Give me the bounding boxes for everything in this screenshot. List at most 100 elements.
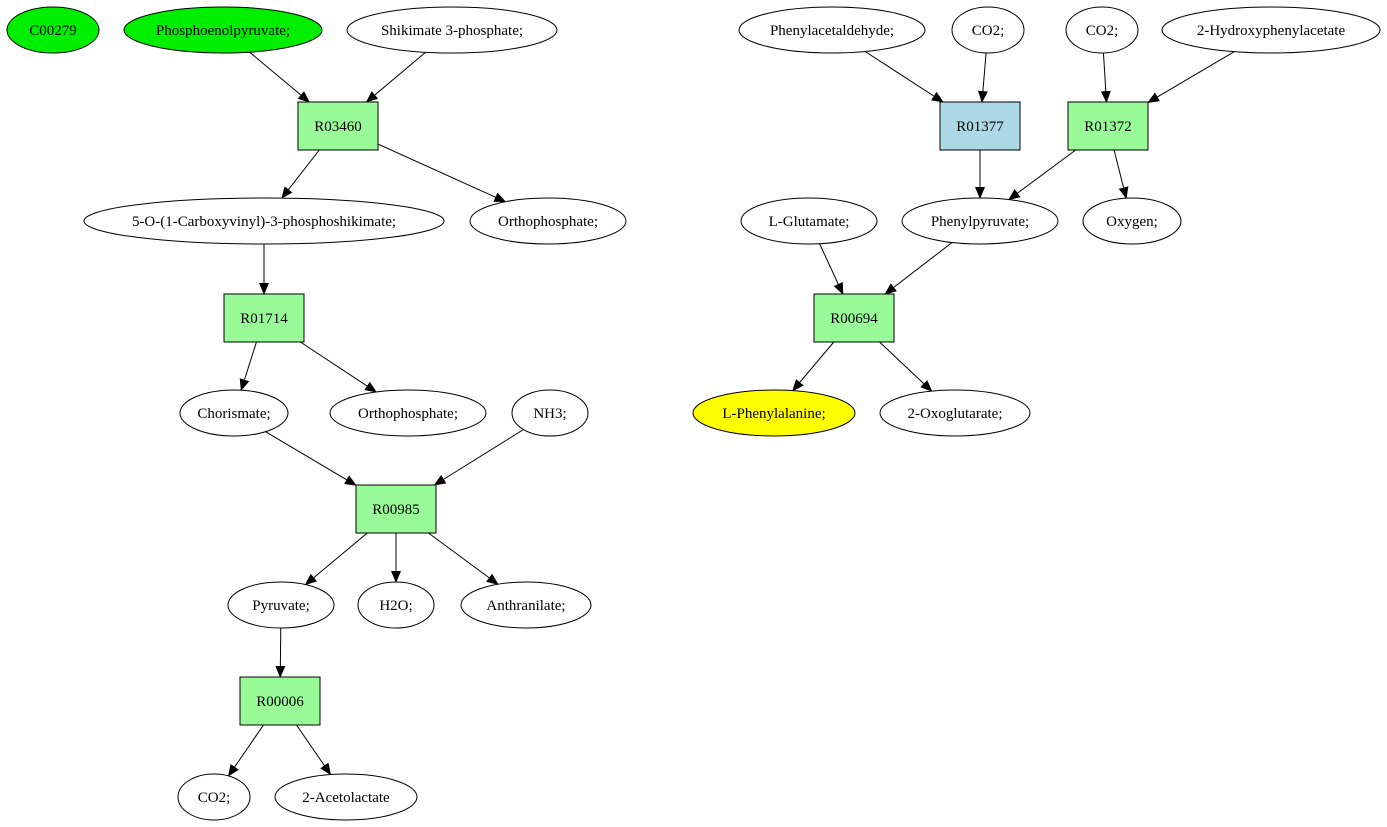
node-label: 2-Oxoglutarate; <box>908 406 1003 422</box>
compound-node-phenylacetaldehyde[interactable]: Phenylacetaldehyde; <box>738 6 926 54</box>
edge-chorismate-to-r00985 <box>265 431 357 486</box>
node-label: Anthranilate; <box>486 598 565 614</box>
compound-node-h2o[interactable]: H2O; <box>357 581 435 629</box>
edge-r00694-to-oxoglutarate <box>879 341 933 392</box>
compound-node-c00279[interactable]: C00279 <box>6 6 100 54</box>
node-label: CO2; <box>1086 23 1119 39</box>
edges-layer <box>227 51 1235 777</box>
compound-node-orthophosphate1[interactable]: Orthophosphate; <box>469 197 627 245</box>
compound-node-hydroxyphenylacetate[interactable]: 2-Hydroxyphenylacetate <box>1161 6 1381 54</box>
node-label: R00985 <box>372 502 420 518</box>
node-label: Phenylpyruvate; <box>931 214 1029 230</box>
node-label: R03460 <box>314 119 362 135</box>
edge-co2_c-to-r01372 <box>1100 52 1111 103</box>
compound-node-s3p[interactable]: Shikimate 3-phosphate; <box>346 6 558 54</box>
node-label: Shikimate 3-phosphate; <box>381 23 523 39</box>
node-label: CO2; <box>972 23 1005 39</box>
node-label: Chorismate; <box>197 406 270 422</box>
reaction-box <box>939 101 1021 151</box>
edge-phenylpyruvate-to-r00694 <box>884 242 953 295</box>
reaction-node-r00694[interactable]: R00694 <box>813 293 895 343</box>
edge-r00985-to-pyruvate <box>304 532 368 586</box>
compound-node-anthranilate[interactable]: Anthranilate; <box>460 581 592 629</box>
node-label: C00279 <box>29 23 77 39</box>
compound-node-co2_a[interactable]: CO2; <box>177 773 251 821</box>
compound-ellipse <box>740 197 878 245</box>
reaction-box <box>813 293 895 343</box>
node-label: Phosphoenolpyruvate; <box>156 23 290 39</box>
compound-node-oxygen[interactable]: Oxygen; <box>1082 197 1182 245</box>
reaction-box <box>355 484 437 534</box>
edge-r01714-to-orthophosphate2 <box>300 341 378 393</box>
reaction-box <box>297 101 379 151</box>
node-label: R00694 <box>830 311 878 327</box>
compound-ellipse <box>738 6 926 54</box>
edge-co2_b-to-r01377 <box>977 52 988 103</box>
compound-node-pep[interactable]: Phosphoenolpyruvate; <box>123 6 323 54</box>
compound-node-epsp[interactable]: 5-O-(1-Carboxyvinyl)-3-phosphoshikimate; <box>83 197 445 245</box>
compound-node-glutamate[interactable]: L-Glutamate; <box>740 197 878 245</box>
compound-ellipse <box>1065 6 1139 54</box>
node-label: R00006 <box>256 694 304 710</box>
node-label: 2-Acetolactate <box>302 790 390 806</box>
edge-pep-to-r03460 <box>249 51 311 103</box>
reaction-box <box>239 676 321 726</box>
node-label: Orthophosphate; <box>498 214 598 230</box>
node-label: Oxygen; <box>1106 214 1158 230</box>
reaction-node-r03460[interactable]: R03460 <box>297 101 379 151</box>
edge-s3p-to-r03460 <box>365 51 426 103</box>
compound-ellipse <box>469 197 627 245</box>
node-label: R01714 <box>240 311 288 327</box>
edge-pyruvate-to-r00006 <box>275 627 286 678</box>
compound-node-pyruvate[interactable]: Pyruvate; <box>227 581 335 629</box>
compound-node-co2_b[interactable]: CO2; <box>951 6 1025 54</box>
node-label: Pyruvate; <box>252 598 310 614</box>
compound-node-phenylpyruvate[interactable]: Phenylpyruvate; <box>901 197 1059 245</box>
node-label: H2O; <box>379 598 412 614</box>
node-label: R01372 <box>1084 119 1132 135</box>
compound-ellipse <box>123 6 323 54</box>
reaction-node-r00985[interactable]: R00985 <box>355 484 437 534</box>
edge-r01372-to-phenylpyruvate <box>1007 149 1076 201</box>
node-label: 2-Hydroxyphenylacetate <box>1197 23 1346 39</box>
reaction-box <box>223 293 305 343</box>
node-label: Orthophosphate; <box>358 406 458 422</box>
reaction-node-r00006[interactable]: R00006 <box>239 676 321 726</box>
compound-ellipse <box>177 773 251 821</box>
compound-node-phenylalanine[interactable]: L-Phenylalanine; <box>692 389 856 437</box>
compound-ellipse <box>274 773 418 821</box>
compound-ellipse <box>511 389 589 437</box>
edge-glutamate-to-r00694 <box>819 243 844 295</box>
edge-r00985-to-anthranilate <box>428 532 499 585</box>
reaction-node-r01372[interactable]: R01372 <box>1067 101 1149 151</box>
compound-node-oxoglutarate[interactable]: 2-Oxoglutarate; <box>879 389 1031 437</box>
compound-node-orthophosphate2[interactable]: Orthophosphate; <box>329 389 487 437</box>
edge-r01372-to-oxygen <box>1113 149 1129 200</box>
edge-r03460-to-orthophosphate1 <box>377 143 507 203</box>
node-label: NH3; <box>533 406 566 422</box>
node-label: CO2; <box>198 790 231 806</box>
node-label: Phenylacetaldehyde; <box>770 23 894 39</box>
compound-ellipse <box>329 389 487 437</box>
compound-node-acetolactate[interactable]: 2-Acetolactate <box>274 773 418 821</box>
compound-ellipse <box>879 389 1031 437</box>
reaction-box <box>1067 101 1149 151</box>
edge-nh3-to-r00985 <box>433 429 524 486</box>
edge-hydroxyphenylacetate-to-r01372 <box>1147 51 1235 103</box>
edge-phenylacetaldehyde-to-r01377 <box>864 51 944 103</box>
nodes-layer: C00279 Phosphoenolpyruvate; Shikimate 3-ph… <box>6 6 1381 821</box>
compound-node-nh3[interactable]: NH3; <box>511 389 589 437</box>
compound-node-co2_c[interactable]: CO2; <box>1065 6 1139 54</box>
compound-node-chorismate[interactable]: Chorismate; <box>179 389 289 437</box>
reaction-node-r01377[interactable]: R01377 <box>939 101 1021 151</box>
compound-ellipse <box>951 6 1025 54</box>
reaction-node-r01714[interactable]: R01714 <box>223 293 305 343</box>
edge-r00694-to-phenylalanine <box>792 341 835 392</box>
compound-ellipse <box>346 6 558 54</box>
node-label: L-Phenylalanine; <box>722 406 825 422</box>
compound-ellipse <box>692 389 856 437</box>
node-label: L-Glutamate; <box>769 214 850 230</box>
compound-ellipse <box>901 197 1059 245</box>
compound-ellipse <box>83 197 445 245</box>
